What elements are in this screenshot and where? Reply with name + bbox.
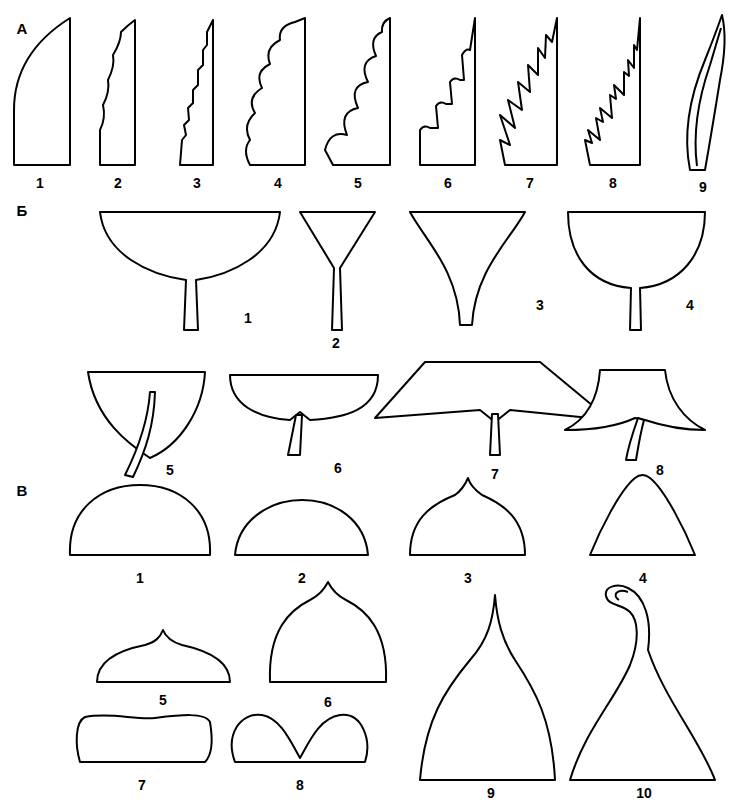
base-oblique-petiole [125, 392, 155, 477]
margin-entire [14, 18, 70, 165]
callout-number: 5 [159, 693, 167, 707]
callout-number: 4 [639, 571, 647, 585]
base-decurrent [410, 212, 525, 325]
apex-acuminate-short [270, 582, 386, 682]
section-letter: А [17, 21, 28, 36]
callout-number: 1 [136, 571, 144, 585]
margin-dentate [420, 18, 475, 165]
base-cordate-petiole [288, 415, 302, 455]
margin-crenate [246, 18, 305, 165]
callout-number: 7 [138, 778, 146, 792]
callout-number: 2 [114, 176, 122, 190]
apex-acuminate [420, 595, 555, 780]
apex-emarginate [232, 715, 367, 762]
callout-number: 6 [444, 176, 452, 190]
callout-number: 2 [332, 336, 340, 350]
apex-mucronate [410, 478, 525, 555]
margin-crenate-large [325, 18, 390, 165]
callout-number: 3 [193, 176, 201, 190]
callout-number: 10 [636, 786, 652, 800]
callout-number: 2 [298, 571, 306, 585]
callout-number: 6 [324, 695, 332, 709]
margin-revolute [687, 15, 724, 170]
margin-denticulate [180, 20, 213, 165]
margin-serrate [500, 18, 557, 165]
callout-number: 3 [536, 298, 544, 312]
callout-number: 1 [36, 176, 44, 190]
base-rounded [100, 212, 280, 330]
callout-number: 7 [491, 467, 499, 481]
base-cordate [230, 375, 378, 420]
callout-number: 5 [166, 463, 174, 477]
base-sagittate-petiole [490, 414, 500, 455]
apex-truncate [77, 715, 212, 762]
callout-number: 7 [526, 176, 534, 190]
apex-cuspidate [97, 630, 230, 682]
callout-number: 4 [274, 176, 282, 190]
margin-revolute-rim [696, 28, 721, 166]
section-letter: В [17, 483, 28, 498]
callout-number: 6 [334, 461, 342, 475]
base-hastate-petiole [626, 418, 644, 460]
callout-number: 9 [487, 786, 495, 800]
margin-double-serrate [585, 18, 640, 165]
apex-acute [590, 475, 695, 555]
base-hastate [565, 370, 705, 430]
base-truncate [568, 212, 705, 330]
apex-obtuse [235, 500, 368, 555]
callout-number: 8 [609, 176, 617, 190]
base-cuneate [300, 212, 375, 330]
apex-cirrose [570, 586, 715, 780]
callout-number: 4 [686, 298, 694, 312]
apex-rounded [70, 485, 210, 555]
section-letter: Б [17, 203, 28, 218]
margin-sinuate [100, 20, 135, 165]
callout-number: 5 [354, 176, 362, 190]
callout-number: 8 [656, 463, 664, 477]
callout-number: 9 [699, 180, 707, 194]
callout-number: 3 [464, 571, 472, 585]
callout-number: 8 [296, 778, 304, 792]
apex-cirrose-curl [616, 591, 628, 600]
callout-number: 1 [244, 311, 252, 325]
